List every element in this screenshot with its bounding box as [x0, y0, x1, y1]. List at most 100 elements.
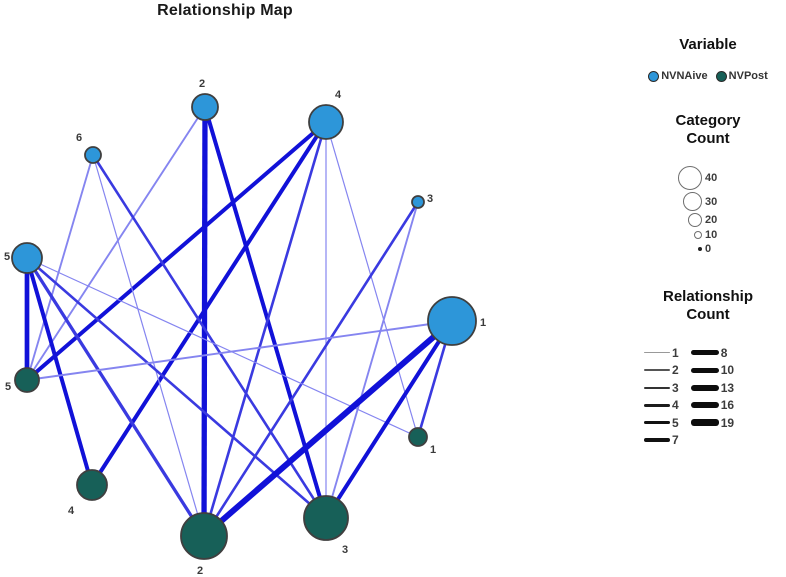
category-scale-row: 0: [656, 243, 729, 255]
node-label-NVPost-2: 2: [197, 565, 203, 577]
category-scale-value: 30: [705, 195, 718, 208]
nvpost-swatch-icon: [715, 70, 727, 82]
node-label-NVNAive-4: 4: [335, 89, 342, 101]
legend-variable-items: NVNAive NVPost: [630, 70, 786, 82]
legend-relationship-scale: 1 2 3 4 5 7 8 10 13 16 19: [644, 344, 734, 449]
category-circle-icon: [656, 247, 702, 251]
edge-b3-t2: [202, 201, 420, 537]
legend-variable-title: Variable: [679, 36, 737, 53]
relationship-scale-value: 2: [672, 363, 679, 378]
node-NVNAive-5: [11, 242, 43, 274]
edge-b5-t3: [26, 257, 327, 519]
network-graph: 2 4 6 3 5 1 5 4 2 3 1: [4, 78, 486, 577]
edge-b1-t2: [202, 318, 454, 539]
edge-b4-t2: [202, 121, 328, 537]
node-NVPost-4: [76, 469, 108, 501]
node-label-NVNAive-3: 3: [427, 193, 433, 205]
node-NVPost-5: [14, 367, 40, 393]
legend-item-nvnaive: NVNAive: [648, 70, 708, 82]
relationship-scale-value: 19: [720, 415, 735, 430]
relationship-line-icon: [690, 367, 719, 373]
category-scale-row: 40: [656, 166, 729, 190]
node-NVPost-1: [408, 427, 428, 447]
category-scale-value: 20: [705, 214, 718, 226]
category-scale-value: 10: [705, 229, 718, 241]
relationship-line-icon: [644, 386, 670, 389]
node-label-NVNAive-5: 5: [4, 251, 10, 263]
relationship-scale-value: 8: [720, 345, 728, 360]
node-NVPost-3: [303, 495, 349, 541]
category-circle-icon: [656, 213, 702, 227]
category-scale-row: 30: [656, 192, 729, 211]
relationship-line-icon: [644, 403, 670, 407]
legend-category-scale: 40 30 20 10 0: [656, 166, 766, 257]
edge-b5-t2: [25, 257, 206, 537]
relationship-scale-value: 5: [672, 415, 679, 430]
legend-relationship-title: Relationship Count: [662, 288, 753, 323]
edge-b3-t3: [325, 201, 419, 519]
node-label-NVNAive-2: 2: [199, 78, 205, 90]
nvpost-label: NVPost: [728, 70, 768, 82]
nvnaive-label: NVNAive: [661, 70, 708, 82]
relationship-scale-row: 4: [644, 397, 679, 415]
node-NVNAive-3: [411, 195, 425, 209]
relationship-scale-value: 4: [672, 398, 679, 413]
relationship-line-icon: [690, 384, 719, 391]
relationship-scale-row: 1: [644, 344, 679, 362]
relationship-scale-value: 1: [672, 345, 679, 360]
relationship-line-icon: [690, 350, 719, 356]
node-NVPost-2: [180, 512, 228, 560]
relationship-scale-row: 13: [690, 379, 735, 397]
edge-b4-t4: [90, 120, 328, 487]
node-label-NVPost-3: 3: [342, 544, 348, 556]
relationship-scale-row: 7: [644, 432, 679, 450]
relationship-scale-row: 10: [690, 362, 735, 380]
relationship-scale-row: 5: [644, 414, 679, 432]
edge-b1-t3: [324, 319, 454, 520]
node-label-NVPost-1: 1: [430, 444, 436, 456]
relationship-scale-row: 8: [690, 344, 734, 362]
relationship-line-icon: [690, 402, 719, 409]
relationship-line-icon: [644, 438, 670, 443]
node-NVNAive-6: [84, 146, 102, 164]
edge-b6-t5: [26, 154, 94, 381]
category-scale-row: 10: [656, 229, 729, 241]
category-scale-value: 0: [705, 243, 712, 255]
relationship-line-icon: [644, 421, 670, 425]
relationship-scale-right-column: 8 10 13 16 19: [690, 344, 735, 449]
edge-b4-t1: [325, 121, 419, 438]
relationship-line-icon: [690, 419, 719, 427]
node-label-NVPost-4: 4: [68, 505, 75, 517]
relationship-scale-value: 7: [672, 433, 679, 448]
chart-title: Relationship Map: [157, 2, 293, 19]
relationship-scale-value: 3: [672, 380, 679, 395]
relationship-scale-row: 19: [690, 414, 735, 432]
node-NVNAive-4: [308, 104, 344, 140]
relationship-line-icon: [644, 369, 670, 372]
edge-b1-t5: [26, 320, 453, 381]
relationship-line-icon: [644, 352, 670, 354]
relationship-scale-left-column: 1 2 3 4 5 7: [644, 344, 679, 449]
relationship-scale-row: 3: [644, 379, 679, 397]
node-label-NVNAive-1: 1: [480, 317, 486, 329]
edge-b2-t5: [26, 106, 206, 381]
category-scale-row: 20: [656, 213, 729, 227]
edge-b6-t2: [92, 154, 205, 537]
node-NVNAive-2: [191, 93, 219, 121]
category-circle-icon: [656, 192, 702, 211]
relationship-scale-row: 16: [690, 397, 735, 415]
nvnaive-swatch-icon: [648, 70, 660, 82]
legend-category-title: Category Count: [675, 112, 741, 147]
node-label-NVPost-5: 5: [5, 381, 11, 393]
node-NVNAive-1: [427, 296, 477, 346]
relationship-scale-value: 13: [720, 380, 735, 395]
node-label-NVNAive-6: 6: [76, 132, 82, 144]
edge-b2-t2: [201, 106, 208, 537]
edge-b4-t5: [25, 120, 328, 382]
legend-item-nvpost: NVPost: [715, 70, 768, 82]
edge-b5-t4: [25, 257, 94, 486]
relationship-scale-value: 16: [720, 398, 735, 413]
relationship-scale-value: 10: [720, 363, 735, 378]
category-circle-icon: [656, 166, 702, 190]
